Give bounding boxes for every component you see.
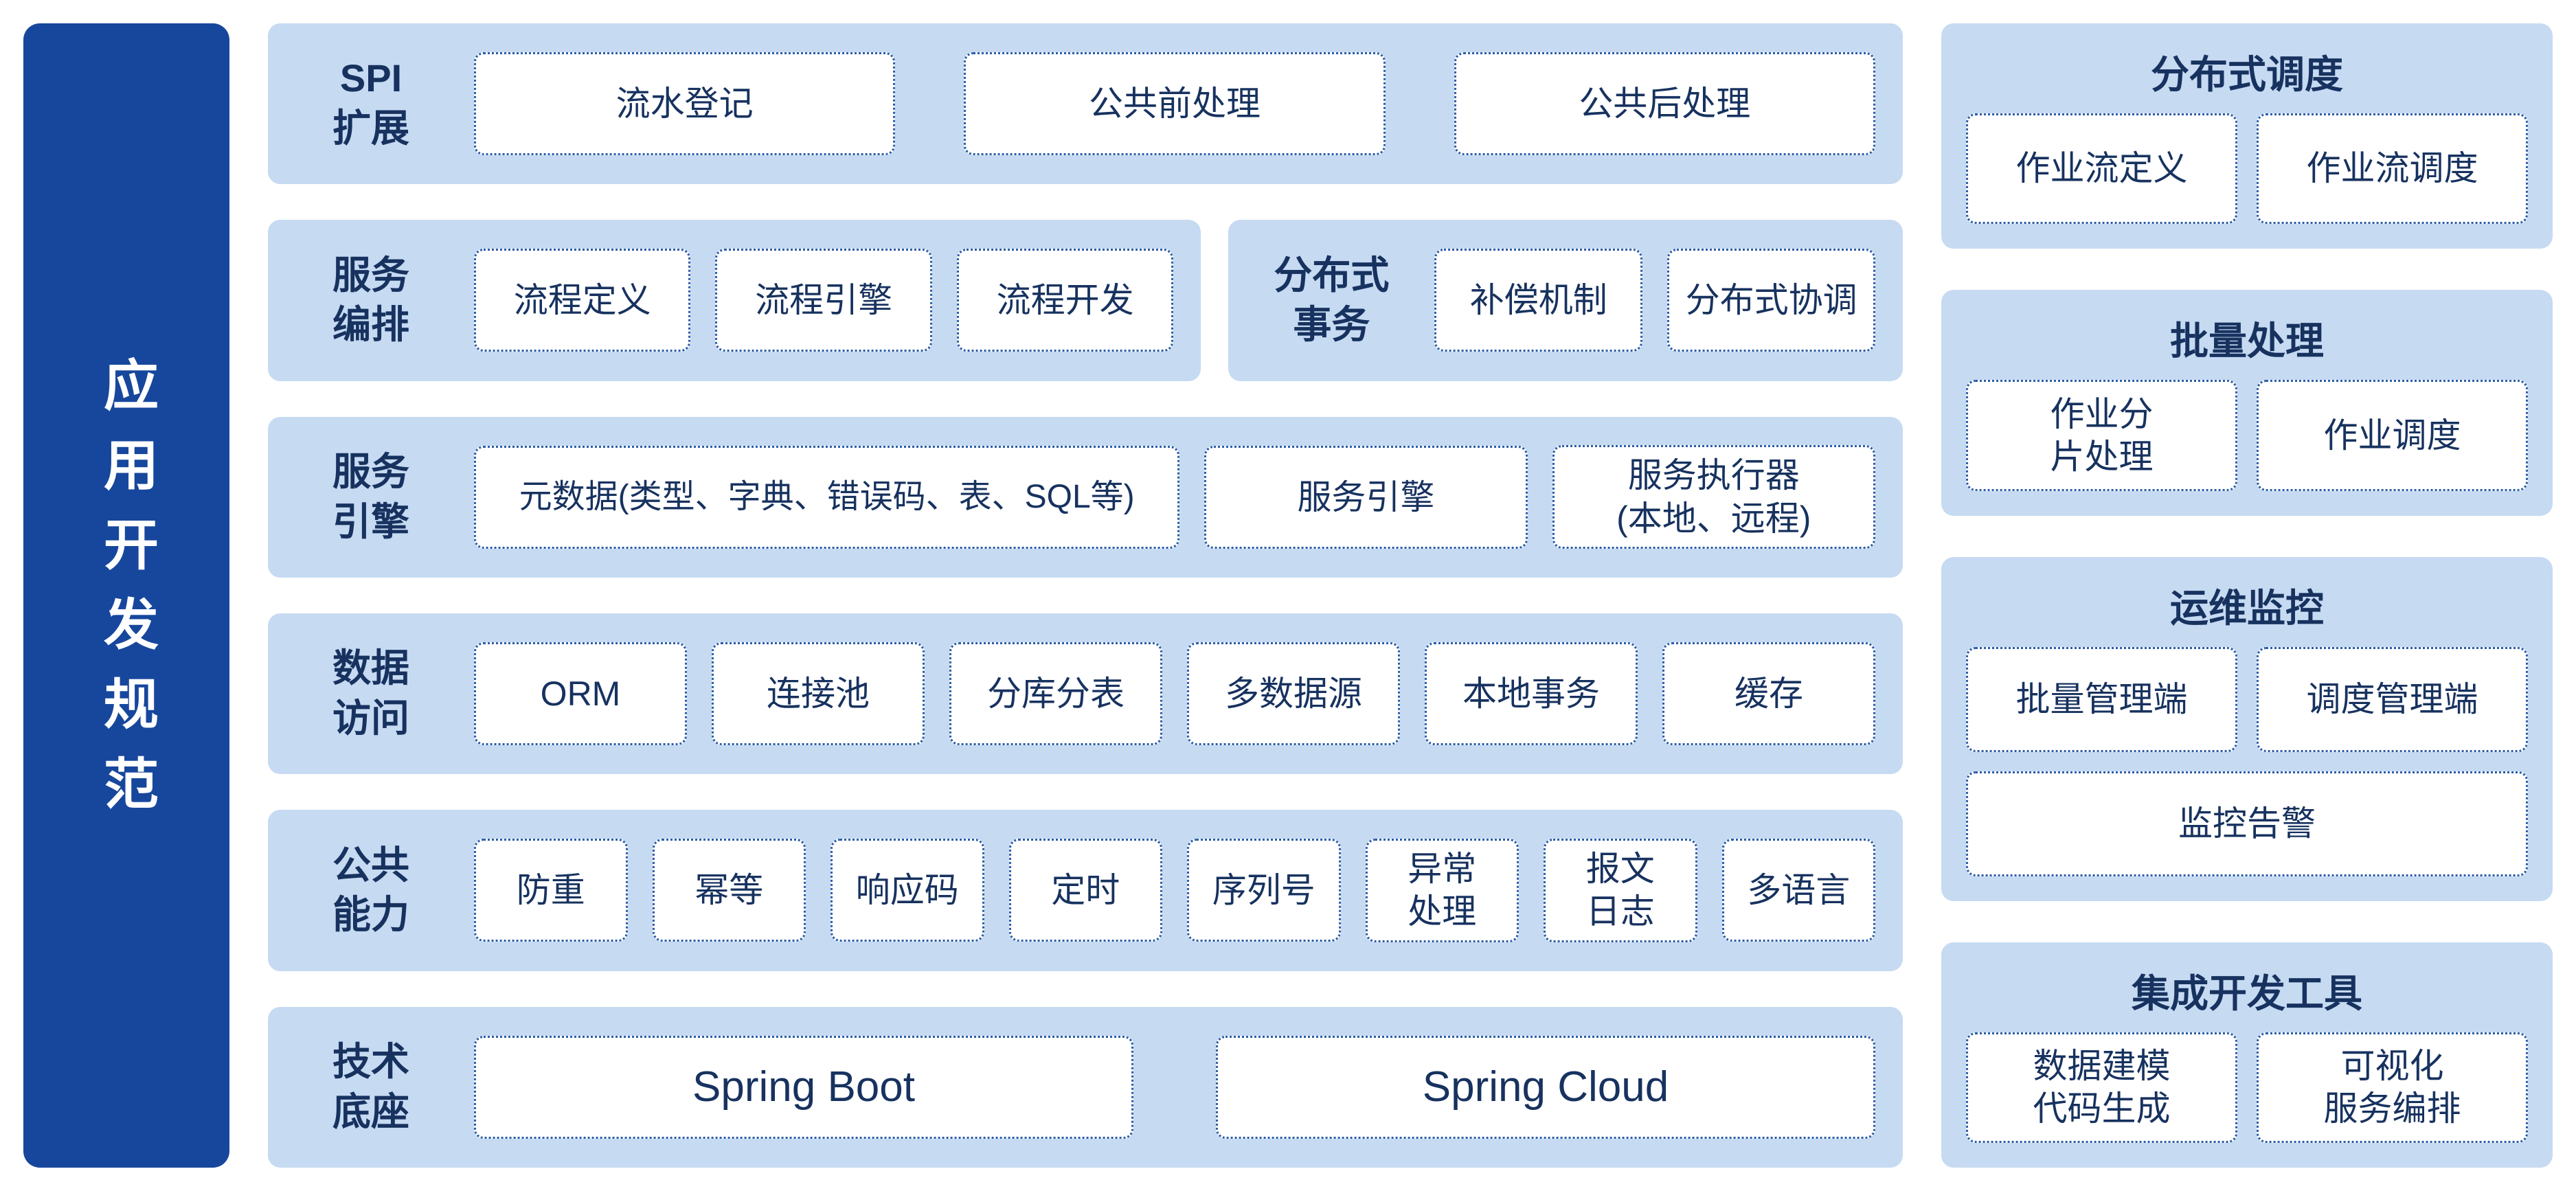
box-schedule-console: 调度管理端 (2257, 646, 2528, 752)
box-job-scheduling: 作业调度 (2257, 380, 2528, 491)
box-service-executor: 服务执行器 (本地、远程) (1552, 445, 1875, 549)
box-jobflow-scheduling: 作业流调度 (2257, 113, 2528, 225)
panel-title-batch-processing: 批量处理 (2170, 319, 2324, 363)
group-label-service-orchestration: 服务 编排 (332, 253, 409, 347)
group-label-tech-base: 技术 底座 (332, 1040, 409, 1133)
box-spring-boot: Spring Boot (474, 1035, 1133, 1139)
panel-rows: 作业分 片处理 作业调度 (1966, 380, 2528, 491)
panel-row: 批量管理端 调度管理端 (1966, 646, 2528, 752)
group-items: 元数据(类型、字典、错误码、表、SQL等) 服务引擎 服务执行器 (本地、远程) (474, 445, 1875, 549)
box-batch-console: 批量管理端 (1966, 646, 2237, 752)
box-multi-language: 多语言 (1721, 839, 1875, 942)
panel-ops-monitoring: 运维监控 批量管理端 调度管理端 监控告警 (1941, 556, 2553, 901)
box-jobflow-definition: 作业流定义 (1966, 113, 2237, 225)
box-flow-register: 流水登记 (474, 52, 896, 156)
band-data-access: 数据 访问 ORM 连接池 分库分表 多数据源 本地事务 缓存 (268, 613, 1903, 775)
sidebar-title: 应用开发规范 (96, 356, 157, 835)
right-column: 分布式调度 作业流定义 作业流调度 批量处理 作业分 片处理 作业调度 运维监控 (1941, 23, 2553, 1168)
box-process-definition: 流程定义 (474, 249, 691, 352)
group-items: Spring Boot Spring Cloud (474, 1035, 1875, 1139)
panel-title-ops-monitoring: 运维监控 (2170, 586, 2324, 630)
box-process-development: 流程开发 (956, 249, 1174, 352)
group-label-data-access: 数据 访问 (332, 646, 409, 740)
band-service-engine: 服务 引擎 元数据(类型、字典、错误码、表、SQL等) 服务引擎 服务执行器 (… (268, 416, 1903, 578)
group-service-orchestration: 服务 编排 流程定义 流程引擎 流程开发 (268, 220, 1201, 381)
band-tech-base: 技术 底座 Spring Boot Spring Cloud (268, 1006, 1903, 1168)
box-sequence-number: 序列号 (1187, 839, 1341, 942)
panel-distributed-scheduling: 分布式调度 作业流定义 作业流调度 (1941, 23, 2553, 249)
box-monitor-alert: 监控告警 (1966, 771, 2528, 876)
group-items: 防重 幂等 响应码 定时 序列号 异常 处理 报文 日志 多语言 (474, 838, 1875, 942)
panel-row: 监控告警 (1966, 771, 2528, 876)
group-items: ORM 连接池 分库分表 多数据源 本地事务 缓存 (474, 642, 1875, 746)
band-orchestration-transaction: 服务 编排 流程定义 流程引擎 流程开发 分布式 事务 补偿机制 分布式协调 (268, 220, 1903, 381)
panel-integrated-dev-tools: 集成开发工具 数据建模 代码生成 可视化 服务编排 (1941, 942, 2553, 1168)
panel-row: 数据建模 代码生成 可视化 服务编排 (1966, 1032, 2528, 1144)
box-common-post-process: 公共后处理 (1454, 52, 1875, 156)
panel-row: 作业分 片处理 作业调度 (1966, 380, 2528, 491)
box-spring-cloud: Spring Cloud (1216, 1035, 1875, 1139)
group-items: 补偿机制 分布式协调 (1434, 249, 1876, 352)
group-tech-base: 技术 底座 Spring Boot Spring Cloud (268, 1006, 1903, 1168)
box-orm: ORM (474, 642, 687, 746)
group-distributed-transaction: 分布式 事务 补偿机制 分布式协调 (1228, 220, 1903, 381)
band-spi-extension: SPI 扩展 流水登记 公共前处理 公共后处理 (268, 23, 1903, 185)
box-metadata: 元数据(类型、字典、错误码、表、SQL等) (474, 445, 1180, 549)
group-data-access: 数据 访问 ORM 连接池 分库分表 多数据源 本地事务 缓存 (268, 613, 1903, 775)
group-label-spi: SPI 扩展 (332, 56, 409, 150)
panel-title-distributed-scheduling: 分布式调度 (2151, 53, 2343, 96)
group-service-engine: 服务 引擎 元数据(类型、字典、错误码、表、SQL等) 服务引擎 服务执行器 (… (268, 416, 1903, 578)
box-message-log: 报文 日志 (1544, 838, 1697, 942)
box-connection-pool: 连接池 (712, 642, 925, 746)
box-anti-duplicate: 防重 (474, 839, 628, 942)
group-label-common-capabilities: 公共 能力 (332, 843, 409, 937)
box-service-engine: 服务引擎 (1204, 445, 1528, 549)
box-timer: 定时 (1008, 839, 1162, 942)
box-distributed-coordination: 分布式协调 (1667, 249, 1876, 352)
panel-rows: 批量管理端 调度管理端 监控告警 (1966, 646, 2528, 876)
box-local-transaction: 本地事务 (1425, 642, 1638, 746)
box-idempotent: 幂等 (652, 839, 806, 942)
panel-title-integrated-dev-tools: 集成开发工具 (2132, 971, 2362, 1015)
box-visual-service-orchestration: 可视化 服务编排 (2257, 1032, 2528, 1144)
box-process-engine: 流程引擎 (715, 249, 932, 352)
panel-rows: 作业流定义 作业流调度 (1966, 113, 2528, 225)
box-response-code: 响应码 (831, 839, 984, 942)
panel-rows: 数据建模 代码生成 可视化 服务编排 (1966, 1032, 2528, 1144)
group-common-capabilities: 公共 能力 防重 幂等 响应码 定时 序列号 异常 处理 报文 日志 多语言 (268, 810, 1903, 971)
box-common-pre-process: 公共前处理 (964, 52, 1386, 156)
sidebar-banner: 应用开发规范 (23, 23, 229, 1168)
box-data-modeling-codegen: 数据建模 代码生成 (1966, 1032, 2237, 1144)
group-spi-extension: SPI 扩展 流水登记 公共前处理 公共后处理 (268, 23, 1903, 185)
box-sharding: 分库分表 (949, 642, 1162, 746)
box-compensation-mechanism: 补偿机制 (1434, 249, 1643, 352)
group-items: 流水登记 公共前处理 公共后处理 (474, 52, 1875, 156)
box-cache: 缓存 (1662, 642, 1875, 746)
panel-row: 作业流定义 作业流调度 (1966, 113, 2528, 225)
band-common-capabilities: 公共 能力 防重 幂等 响应码 定时 序列号 异常 处理 报文 日志 多语言 (268, 810, 1903, 971)
group-label-service-engine: 服务 引擎 (332, 450, 409, 543)
box-job-shard-processing: 作业分 片处理 (1966, 380, 2237, 491)
middle-column: SPI 扩展 流水登记 公共前处理 公共后处理 服务 编排 流程定义 流程引擎 … (268, 23, 1903, 1168)
box-multi-datasource: 多数据源 (1187, 642, 1400, 746)
panel-batch-processing: 批量处理 作业分 片处理 作业调度 (1941, 290, 2553, 516)
group-items: 流程定义 流程引擎 流程开发 (474, 249, 1174, 352)
box-exception-handling: 异常 处理 (1365, 838, 1519, 942)
group-label-distributed-transaction: 分布式 事务 (1274, 253, 1390, 347)
